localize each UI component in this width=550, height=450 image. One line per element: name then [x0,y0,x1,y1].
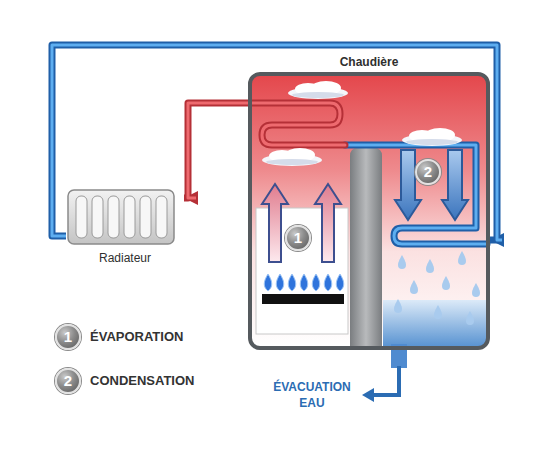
burner [262,274,344,304]
callout-number: 2 [415,159,441,185]
radiator-fin [92,196,103,238]
radiator-fin [140,196,151,238]
pipe-core [188,103,248,198]
hot-coil [251,103,345,145]
drain-arrow [362,366,399,402]
radiator-picture [68,190,174,244]
hot-coil [251,103,345,145]
water-drop [442,276,450,290]
flame [288,274,296,291]
flue-gas-arrow [395,150,468,220]
rising-heat-arrow [262,184,288,262]
boiler-interior [251,75,487,368]
radiator-fin [108,196,119,238]
hot-chamber [251,75,487,347]
water-drop [410,280,418,294]
legend-number: 2 [55,368,81,394]
flame [336,274,344,291]
legend-text: CONDENSATION [90,372,194,390]
pipe-outline [184,103,248,198]
legend-number: 1 [55,324,81,350]
flame [264,274,272,291]
rising-heat-arrow [262,184,341,262]
water-drop [434,305,442,319]
water-drop [466,311,474,325]
drain-arrow-line [372,366,399,395]
radiator-label: Radiateur [66,250,184,266]
burner-bar [262,294,344,304]
flame [324,274,332,291]
steam-cloud [402,128,462,146]
boiler-housing: Chaudière [248,72,490,350]
rising-heat-arrow [315,184,341,262]
water-drop [426,259,434,273]
steam-cloud [288,81,348,99]
radiator: Radiateur [66,188,184,266]
steam-cloud [262,81,462,166]
legend-text: ÉVAPORATION [90,328,183,346]
callout-number: 1 [285,225,311,251]
water-drop [398,255,406,269]
flue-gas-arrow [442,150,468,220]
water-drop [472,283,480,297]
separator-wall [350,148,382,346]
steam-cloud [262,148,322,166]
radiator-fin [156,196,167,238]
boiler-title: Chaudière [252,54,486,70]
condensate-drops [394,251,480,325]
hot-water-pipe [184,103,248,198]
cold-coil [345,145,487,244]
radiator-fin [124,196,135,238]
flame [276,274,284,291]
drain-arrow-head [362,388,374,402]
water-drop [458,251,466,265]
flame [264,274,344,291]
condensate-water [383,300,487,346]
water-drop [394,299,402,313]
radiator-fin [76,196,87,238]
cold-coil [345,145,487,244]
exchanger-coil [251,103,487,244]
flame [300,274,308,291]
flame [312,274,320,291]
flue-gas-arrow [395,150,421,220]
drain-label: ÉVACUATION EAU [266,379,358,411]
radiator-body [68,190,174,244]
